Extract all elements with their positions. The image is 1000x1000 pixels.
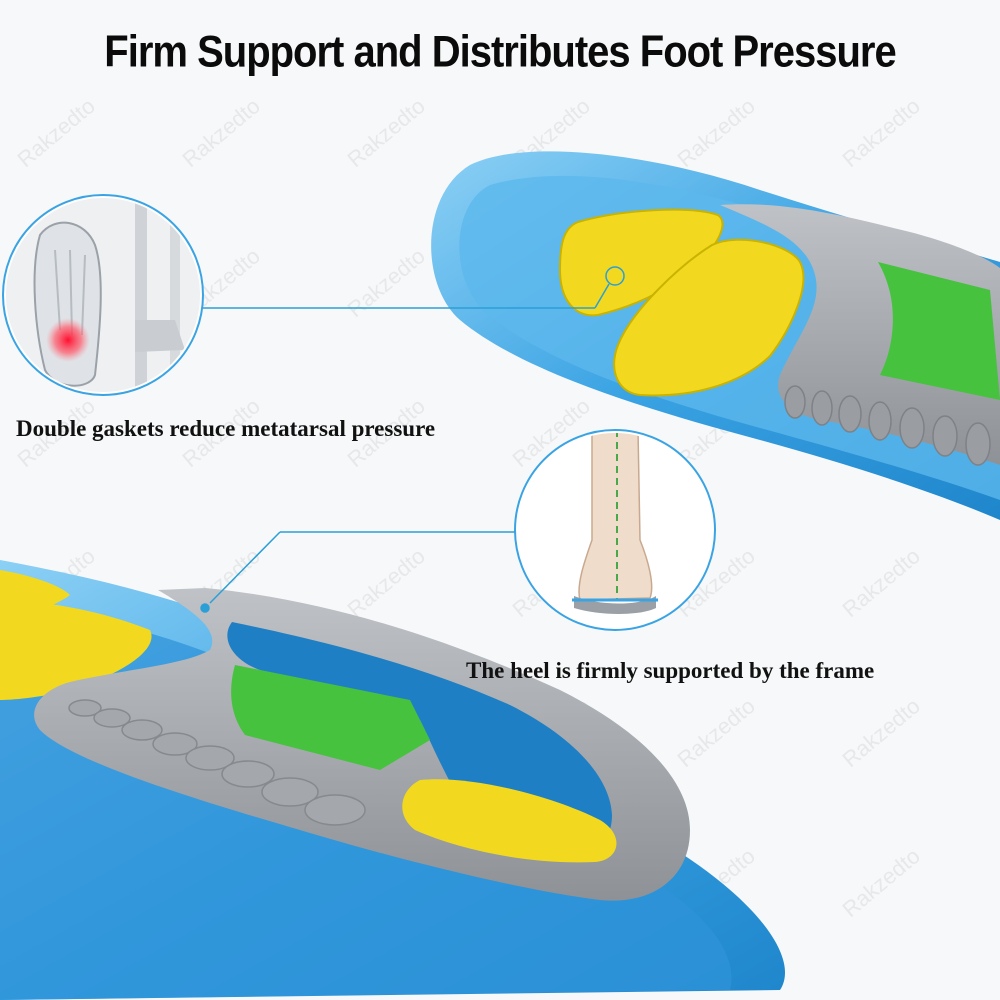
lower-yellow-heel-pad: [402, 779, 617, 863]
headline: Firm Support and Distributes Foot Pressu…: [104, 27, 896, 77]
lower-green-arch-pad: [231, 665, 430, 770]
upper-arch-green-pad: [878, 262, 1000, 400]
upper-insole: [431, 151, 1000, 520]
metatarsal-caption: Double gaskets reduce metatarsal pressur…: [16, 416, 436, 441]
connector-lines: [200, 266, 625, 613]
lower-yellow-pad-top: [0, 570, 70, 615]
lower-grip-dots: [68, 699, 366, 826]
leg-shape: [578, 433, 653, 601]
heel-caption: The heel is firmly supported by the fram…: [466, 658, 875, 683]
sneaker-shape: [135, 320, 185, 352]
lower-yellow-pad-forefoot: [0, 600, 152, 700]
heel-cup: [574, 596, 656, 614]
metatarsal-callout: [2, 194, 204, 396]
pain-point: [46, 318, 90, 362]
lower-insole: [0, 560, 785, 1000]
upper-yellow-pad-2: [613, 238, 805, 397]
heel-callout: [514, 429, 716, 631]
upper-grip-dots: [784, 385, 991, 466]
